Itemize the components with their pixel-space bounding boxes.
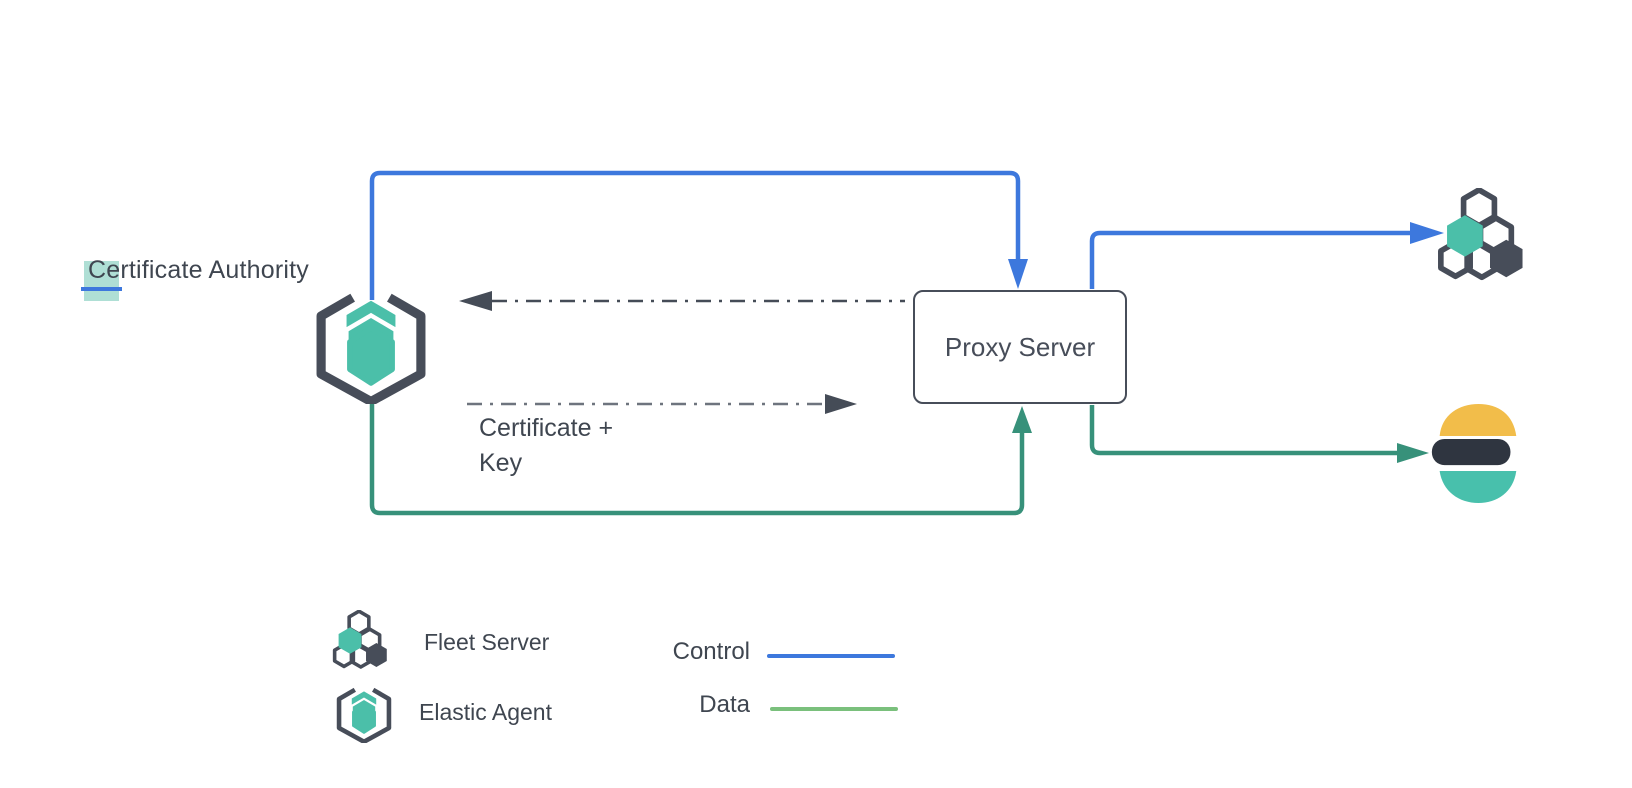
legend-fleet-server-label: Fleet Server [424, 629, 550, 655]
elastic-agent-icon [316, 293, 426, 404]
certificate-key-label: Certificate + Key [479, 414, 614, 477]
control-to-fleet-arrow [1089, 222, 1444, 289]
proxy-server-node: Proxy Server [913, 290, 1127, 404]
text-cursor-underline [81, 287, 122, 291]
legend-elastic-agent-icon [336, 687, 392, 743]
legend-data-line-swatch [770, 707, 898, 711]
legend-fleet-server-icon [332, 610, 387, 669]
legend-elastic-agent-label: Elastic Agent [419, 699, 552, 725]
certificate-authority-label: Certificate Authority [88, 256, 309, 284]
legend-control-line-swatch [767, 654, 895, 658]
control-loop-arrow [369, 170, 1028, 300]
proxy-server-label: Proxy Server [944, 331, 1096, 362]
data-to-elasticsearch-arrow [1089, 405, 1429, 463]
text-selection-highlight [84, 261, 119, 301]
certificate-request-dashed-arrow [459, 291, 905, 311]
data-loop-arrow [369, 403, 1032, 516]
legend-data-label: Data [699, 691, 750, 718]
elasticsearch-icon [1431, 404, 1517, 503]
fleet-server-icon [1438, 188, 1523, 281]
legend-control-label: Control [672, 638, 750, 665]
